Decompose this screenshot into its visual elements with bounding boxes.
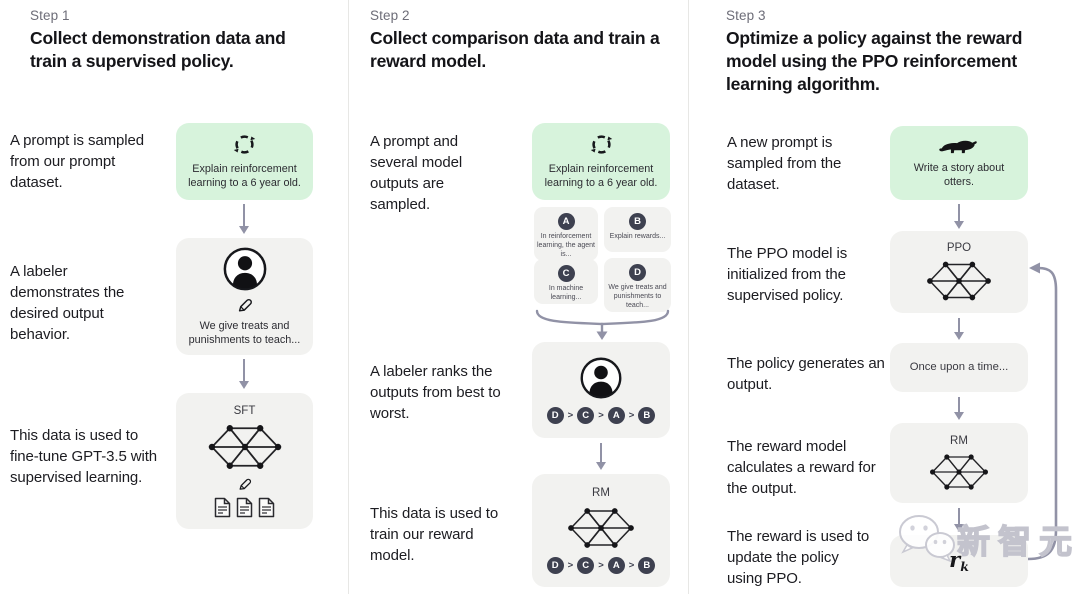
rank-2-badge: C [577,557,595,574]
step1-row3-text: This data is used to fine-tune GPT-3.5 w… [10,427,158,486]
pencil-icon [238,298,252,312]
step1-labeler-caption: We give treats and punishments to teach.… [188,319,301,346]
step2-rm-box: RM D > C > A > B [532,474,670,587]
arrow-step3-d [953,508,965,532]
arrow-step1-a [238,204,250,234]
ppo-network-icon [927,261,991,300]
step3-ppo-box: PPO [890,231,1028,313]
watermark-text: 新智元 [956,521,1080,561]
documents-row [214,497,275,518]
step2-row3-text: This data is used to train our reward mo… [370,505,499,564]
arrow-step3-a [953,204,965,229]
step3-row1-text: A new prompt is sampled from the dataset… [727,134,842,193]
rank-separator: > [628,560,635,571]
document-icon [258,497,275,517]
rank-3-badge: A [607,557,625,574]
reward-subscript: k [960,559,969,575]
otter-icon [939,140,977,153]
step1-row1-text: A prompt is sampled from our prompt data… [10,132,144,191]
rank-1-badge: D [546,407,564,424]
arrow-step3-b [953,318,965,340]
pencil-icon [239,478,252,490]
step3-row3-text: The policy generates an output. [727,355,885,393]
output-d-text: We give treats and punishments to teach.… [608,284,667,310]
rank-3-badge: A [607,407,625,424]
step2-row1-text: A prompt and several model outputs are s… [370,133,463,213]
labeler-person-icon [223,247,266,291]
step-2-title: Collect comparison data and train a rewa… [370,28,660,72]
sft-network-icon [208,424,281,469]
output-c-badge: C [557,265,575,282]
step2-row2-text: A labeler ranks the outputs from best to… [370,363,501,422]
output-d-badge: D [629,264,646,281]
ppo-label: PPO [946,241,972,254]
rank-separator: > [567,410,574,421]
step-2-label: Step 2 [370,8,410,23]
output-b-text: Explain rewards... [609,233,666,240]
column-divider-2 [688,0,689,594]
step3-prompt-box: Write a story about otters. [890,126,1028,200]
step2-prompt-box: Explain reinforcement learning to a 6 ye… [532,123,670,200]
rank-separator: > [567,560,574,571]
labeler-person-icon [580,357,622,399]
output-a-text: In reinforcement learning, the agent is.… [537,233,595,259]
document-icon [236,497,253,517]
step3-row2-text: The PPO model is initialized from the su… [727,245,848,304]
feedback-loop-arrow [1027,262,1058,561]
step-1-label: Step 1 [30,8,70,23]
rank-separator: > [598,410,604,421]
arrow-step3-c [953,397,965,420]
watermark: 新智元 [897,513,1080,565]
reward-value: rk [949,547,969,574]
output-box-d: D We give treats and punishments to teac… [604,258,671,312]
column-divider-1 [348,0,349,594]
output-box-c: C In machine learning... [534,259,598,304]
document-icon [214,497,231,517]
step3-rm-box: RM [890,423,1028,503]
output-box-b: B Explain rewards... [604,207,671,252]
step3-row5-text: The reward is used to update the policy … [727,528,870,587]
rank-separator: > [628,410,635,421]
step-3-label: Step 3 [726,8,766,23]
rm-network-icon [568,508,634,548]
step-1-title: Collect demonstration data and train a s… [30,28,286,72]
output-b-badge: B [629,213,646,230]
rm-label: RM [592,487,610,499]
wechat-bubbles-icon [899,515,955,563]
sampling-cycle-icon [233,135,256,154]
rank-2-badge: C [577,407,595,424]
sampling-cycle-icon [590,135,612,154]
step-3-title: Optimize a policy against the reward mod… [726,28,1023,95]
step3-output-box: Once upon a time... [890,343,1028,392]
output-c-text: In machine learning... [548,285,584,302]
rank-1-badge: D [546,557,564,574]
rm-network-icon [930,453,988,490]
merge-brace-arrow [535,309,670,340]
step1-prompt-box: Explain reinforcement learning to a 6 ye… [176,123,313,200]
rank-4-badge: B [638,557,656,574]
arrow-step1-b [238,359,250,389]
step1-prompt-caption: Explain reinforcement learning to a 6 ye… [188,162,301,189]
step3-row4-text: The reward model calculates a reward for… [727,438,876,497]
rank-4-badge: B [638,407,656,424]
ranking-row: D > C > A > B [546,557,656,574]
arrow-step2-a [595,443,607,470]
step1-sft-box: SFT [176,393,313,529]
step3-output-text: Once upon a time... [909,361,1009,374]
step2-prompt-caption: Explain reinforcement learning to a 6 ye… [544,162,658,189]
output-box-a: A In reinforcement learning, the agent i… [534,207,598,261]
step3-prompt-caption: Write a story about otters. [913,161,1005,188]
output-a-badge: A [557,213,575,230]
step1-labeler-box: We give treats and punishments to teach.… [176,238,313,355]
step1-row2-text: A labeler demonstrates the desired outpu… [10,263,125,343]
rank-separator: > [598,560,604,571]
ranking-row: D > C > A > B [546,407,656,424]
sft-label: SFT [233,404,256,417]
reward-symbol: r [949,547,961,573]
rm-label: RM [950,434,968,447]
step2-ranking-box: D > C > A > B [532,342,670,438]
